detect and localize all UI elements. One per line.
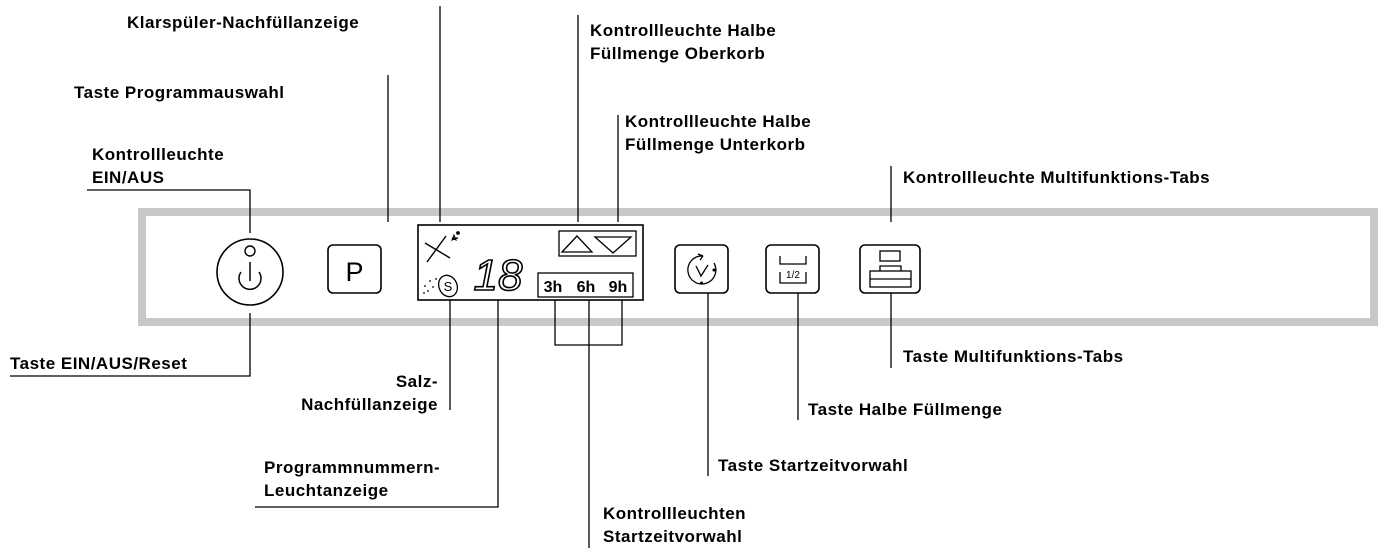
half-load-button[interactable]: 1/2: [765, 244, 820, 294]
power-button[interactable]: [216, 238, 284, 306]
timer-indicators: 3h 6h 9h: [537, 272, 634, 298]
power-icon: [238, 262, 262, 291]
label-startzeit-lights: Kontrollleuchten Startzeitvorwahl: [603, 504, 747, 546]
half-load-icon: [779, 256, 807, 284]
leader-einaus-light: [87, 189, 251, 233]
timer-9h: 9h: [609, 279, 628, 296]
clock-icon: [687, 253, 717, 285]
label-klarspueler: Klarspüler-Nachfüllanzeige: [127, 13, 360, 32]
label-startzeit-button: Taste Startzeitvorwahl: [718, 456, 909, 475]
multitabs-button[interactable]: [859, 244, 921, 294]
half-load-indicators: [558, 230, 637, 257]
display: S 18 3h 6h 9h: [417, 224, 644, 301]
label-programmnummern: Programmnummern- Leuchtanzeige: [264, 458, 441, 500]
label-halbe-unterkorb: Kontrollleuchte Halbe Füllmenge Unterkor…: [625, 112, 812, 154]
label-einaus-reset: Taste EIN/AUS/Reset: [10, 354, 188, 373]
tab-box-icon: [869, 265, 912, 288]
rinse-aid-icon: [424, 231, 460, 263]
start-delay-button[interactable]: [674, 244, 729, 294]
control-panel-frame: [138, 208, 1378, 326]
label-programmauswahl: Taste Programmauswahl: [74, 83, 285, 102]
timer-3h: 3h: [544, 279, 563, 296]
label-salz: Salz- Nachfüllanzeige: [301, 372, 438, 414]
label-halbe-oberkorb: Kontrollleuchte Halbe Füllmenge Oberkorb: [590, 21, 777, 63]
half-load-label: 1/2: [786, 270, 800, 281]
program-button-label: P: [345, 257, 363, 287]
timer-6h: 6h: [577, 279, 596, 296]
label-multitabs-light: Kontrollleuchte Multifunktions-Tabs: [903, 168, 1211, 187]
leader-programmnummern: [255, 295, 499, 508]
program-button[interactable]: P: [327, 244, 382, 294]
salt-icon-label: S: [444, 279, 453, 294]
upper-basket-icon: [560, 235, 594, 253]
salt-icon: S: [423, 274, 459, 298]
label-halbe-button: Taste Halbe Füllmenge: [808, 400, 1003, 419]
label-multitabs-button: Taste Multifunktions-Tabs: [903, 347, 1124, 366]
label-einaus-light: Kontrollleuchte EIN/AUS: [92, 145, 225, 187]
lower-basket-icon: [593, 236, 633, 254]
leader-einaus-reset: [10, 313, 251, 377]
program-digits: 18: [474, 251, 523, 300]
power-indicator-icon: [244, 245, 256, 257]
multitabs-indicator-icon: [879, 250, 901, 262]
